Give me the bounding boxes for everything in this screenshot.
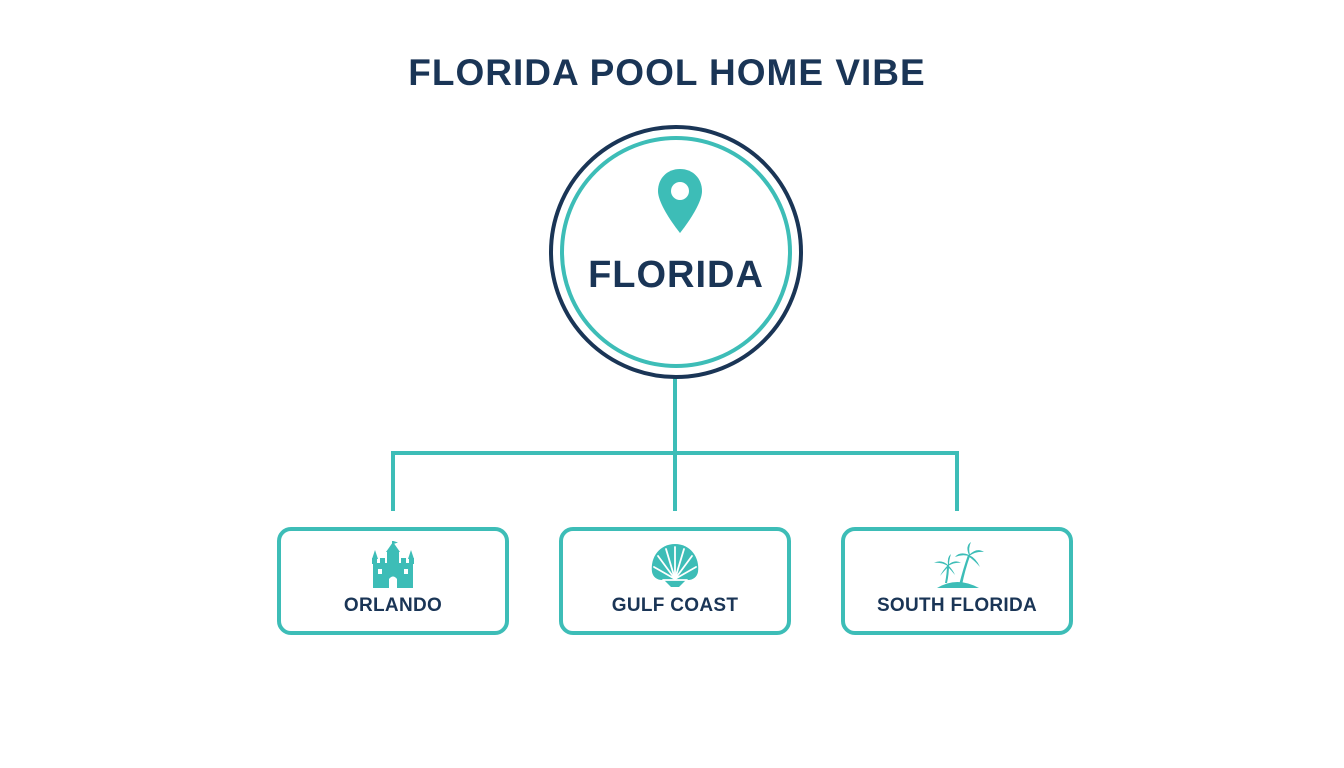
root-inner-ring: FLORIDA — [560, 136, 792, 368]
root-node-florida: FLORIDA — [549, 125, 803, 379]
castle-icon — [372, 541, 414, 588]
page-title: FLORIDA POOL HOME VIBE — [408, 52, 926, 93]
palm-tree-island-icon — [934, 542, 984, 588]
child-label-orlando: ORLANDO — [343, 595, 443, 616]
child-label-gulf-coast: GULF COAST — [611, 595, 739, 616]
root-label: FLORIDA — [588, 254, 764, 296]
child-node-orlando: ORLANDO — [277, 527, 509, 635]
child-node-gulf-coast: GULF COAST — [559, 527, 791, 635]
seashell-icon — [651, 544, 699, 587]
child-label-south-florida: SOUTH FLORIDA — [876, 595, 1038, 616]
location-pin-icon — [658, 169, 702, 233]
child-node-south-florida: SOUTH FLORIDA — [841, 527, 1073, 635]
